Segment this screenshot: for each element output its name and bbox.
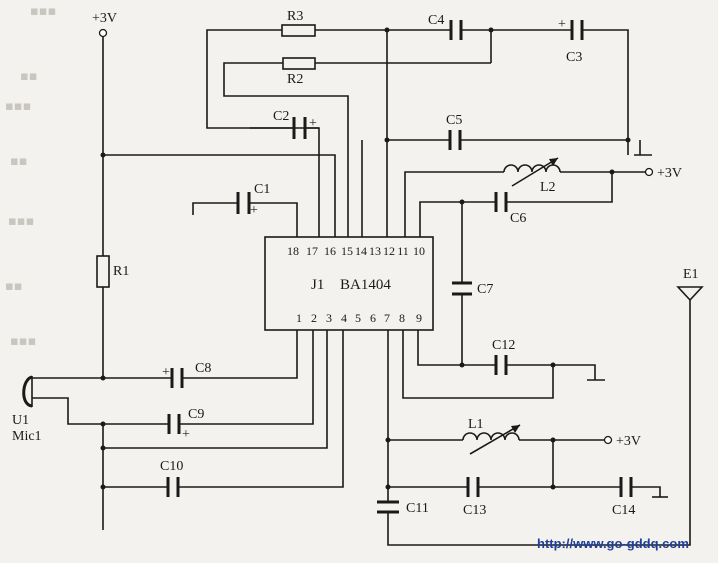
background-bleed-text: ▪▪▪ ▪▪ ▪▪▪ ▪▪ ▪▪▪ ▪▪ ▪▪▪: [5, 4, 56, 349]
resistor-r2: R2: [282, 57, 316, 87]
capacitor-c5: C5: [387, 113, 628, 150]
mic-ref-label: U1: [12, 413, 29, 428]
c3-polarity: +: [558, 17, 566, 32]
pin-10-label: 10: [413, 244, 425, 258]
antenna-e1: E1: [676, 267, 704, 302]
pin-11-label: 11: [397, 244, 409, 258]
c8-label: C8: [195, 361, 211, 376]
svg-text:▪▪: ▪▪: [5, 279, 23, 294]
supply-rail-left: +3V R1: [92, 11, 129, 381]
c11-label: C11: [406, 501, 429, 516]
capacitor-c13: C13: [388, 477, 553, 518]
capacitor-c9: + C9: [103, 330, 314, 442]
svg-text:▪▪: ▪▪: [20, 69, 38, 84]
c7-label: C7: [477, 282, 493, 297]
pin-17-label: 17: [306, 244, 318, 258]
capacitor-c6: C6: [419, 172, 613, 237]
pin-13-label: 13: [369, 244, 381, 258]
c12-label: C12: [492, 338, 515, 353]
capacitor-c14: C14: [553, 477, 661, 518]
inductor-l2: L2: [404, 157, 645, 237]
microphone-u1: U1 Mic1: [12, 375, 42, 444]
c14-label: C14: [612, 503, 635, 518]
capacitor-c7: C7: [452, 202, 493, 365]
pin-2-label: 2: [311, 311, 317, 325]
c5-label: C5: [446, 113, 462, 128]
l1-label: L1: [468, 417, 484, 432]
antenna-label: E1: [683, 267, 699, 282]
watermark-url: http://www.go-gddq.com: [537, 536, 689, 551]
supply-label-top: +3V: [92, 11, 117, 26]
pin-9-label: 9: [416, 311, 422, 325]
pin-16-label: 16: [324, 244, 336, 258]
supply-label-right: +3V: [657, 166, 682, 181]
pin-4-label: 4: [341, 311, 347, 325]
c9-polarity: +: [182, 427, 190, 442]
inductor-l1: L1: [388, 417, 604, 455]
pin-3-label: 3: [326, 311, 332, 325]
svg-text:▪▪: ▪▪: [10, 154, 28, 169]
c10-label: C10: [160, 459, 183, 474]
ic-ref-label: J1: [311, 277, 324, 293]
c13-label: C13: [463, 503, 486, 518]
ic-body: [264, 236, 434, 331]
c2-polarity: +: [309, 116, 317, 131]
ground-symbol-top: [627, 140, 652, 156]
svg-text:▪▪▪: ▪▪▪: [30, 4, 56, 19]
c8-polarity: +: [162, 365, 170, 380]
capacitor-c12: C12: [492, 338, 596, 380]
c4-label: C4: [428, 13, 444, 28]
r3-label: R3: [287, 9, 303, 24]
resistor-r3: R3: [281, 9, 316, 37]
pin-14-label: 14: [355, 244, 367, 258]
c1-polarity: +: [250, 203, 258, 218]
pin-6-label: 6: [370, 311, 376, 325]
capacitor-c3: + C3: [491, 17, 629, 140]
pin-5-label: 5: [355, 311, 361, 325]
c1-label: C1: [254, 182, 270, 197]
pin-8-label: 8: [399, 311, 405, 325]
ic-ba1404: J1 BA1404 18 17 16 15 14 13 12 11 10 1 2…: [264, 236, 434, 331]
c2-label: C2: [273, 109, 289, 124]
svg-text:▪▪▪: ▪▪▪: [10, 334, 36, 349]
svg-text:▪▪▪: ▪▪▪: [8, 214, 34, 229]
capacitor-c4: C4: [387, 13, 491, 40]
pin-7-label: 7: [384, 311, 390, 325]
c9-label: C9: [188, 407, 204, 422]
pin-18-label: 18: [287, 244, 299, 258]
r2-label: R2: [287, 72, 303, 87]
c3-label: C3: [566, 50, 582, 65]
capacitor-c10: C10: [103, 330, 344, 497]
supply-terminal-right: [644, 167, 654, 177]
capacitor-c1: + C1: [192, 182, 298, 237]
mic-name-label: Mic1: [12, 429, 42, 444]
pin-1-label: 1: [296, 311, 302, 325]
resistor-r1: [96, 255, 110, 288]
r1-label: R1: [113, 264, 129, 279]
l2-label: L2: [540, 180, 556, 195]
supply-terminal: [98, 28, 108, 38]
supply-label-bottom: +3V: [616, 434, 641, 449]
capacitor-c8: + C8: [103, 330, 298, 388]
capacitor-c2: + C2: [250, 109, 319, 139]
ic-part-label: BA1404: [340, 277, 391, 293]
svg-text:▪▪▪: ▪▪▪: [5, 99, 31, 114]
supply-terminal-bottom: [603, 435, 613, 445]
capacitor-c11: C11: [377, 300, 691, 546]
pin-12-label: 12: [383, 244, 395, 258]
c6-label: C6: [510, 211, 526, 226]
pin-15-label: 15: [341, 244, 353, 258]
